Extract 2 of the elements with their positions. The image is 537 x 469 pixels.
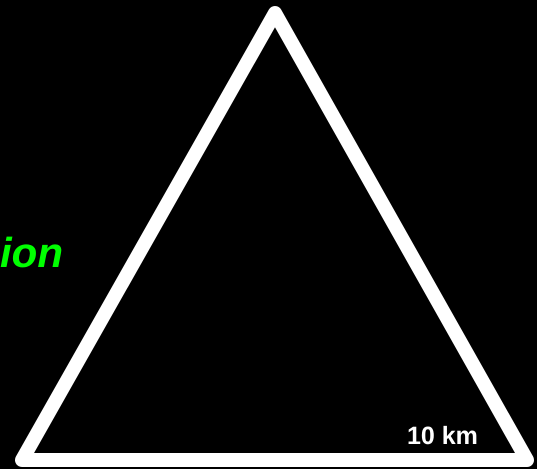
scale-label: 10 km (407, 424, 478, 449)
station-label: ion (0, 232, 63, 274)
